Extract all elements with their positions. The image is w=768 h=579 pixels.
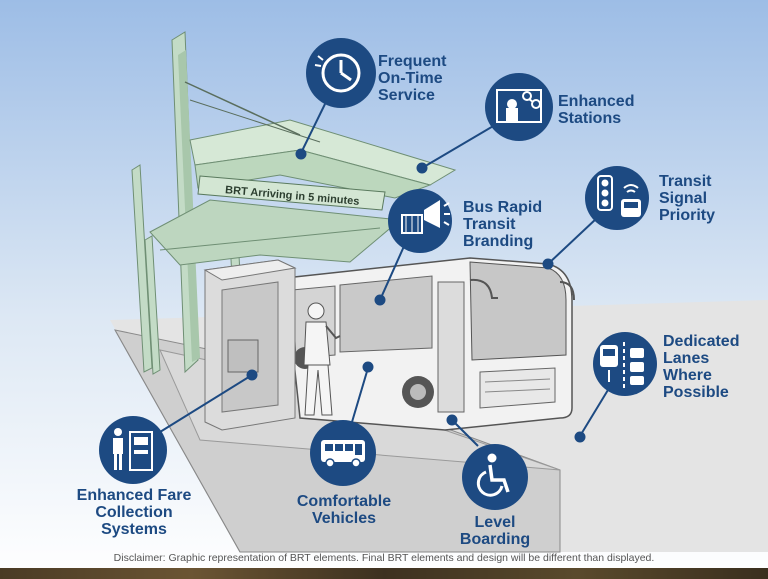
station-icon	[496, 89, 542, 123]
dedicated-lane-icon	[600, 342, 644, 388]
wheelchair-icon	[476, 453, 510, 497]
traffic-signal-icon	[597, 175, 641, 217]
fare-machine-icon	[113, 428, 153, 471]
comfortable-vehicles-badge	[310, 420, 376, 486]
disclaimer-text: Disclaimer: Graphic representation of BR…	[113, 552, 655, 564]
leader-lines	[159, 103, 612, 447]
brt-branding-badge	[388, 189, 452, 253]
bottom-photo-strip	[0, 568, 768, 579]
bus-illustration	[284, 257, 575, 431]
fare-kiosk	[203, 259, 297, 431]
enhanced-stations-badge	[485, 73, 553, 141]
dedicated-lanes-badge	[593, 332, 657, 396]
signal-priority-badge	[585, 166, 649, 230]
frequent-service-badge	[306, 38, 376, 108]
passenger-figure	[303, 302, 341, 416]
megaphone-icon	[401, 200, 450, 234]
bus-icon	[321, 440, 365, 468]
clock-icon	[314, 53, 361, 93]
level-boarding-badge	[462, 444, 528, 510]
fare-collection-badge	[99, 416, 167, 484]
